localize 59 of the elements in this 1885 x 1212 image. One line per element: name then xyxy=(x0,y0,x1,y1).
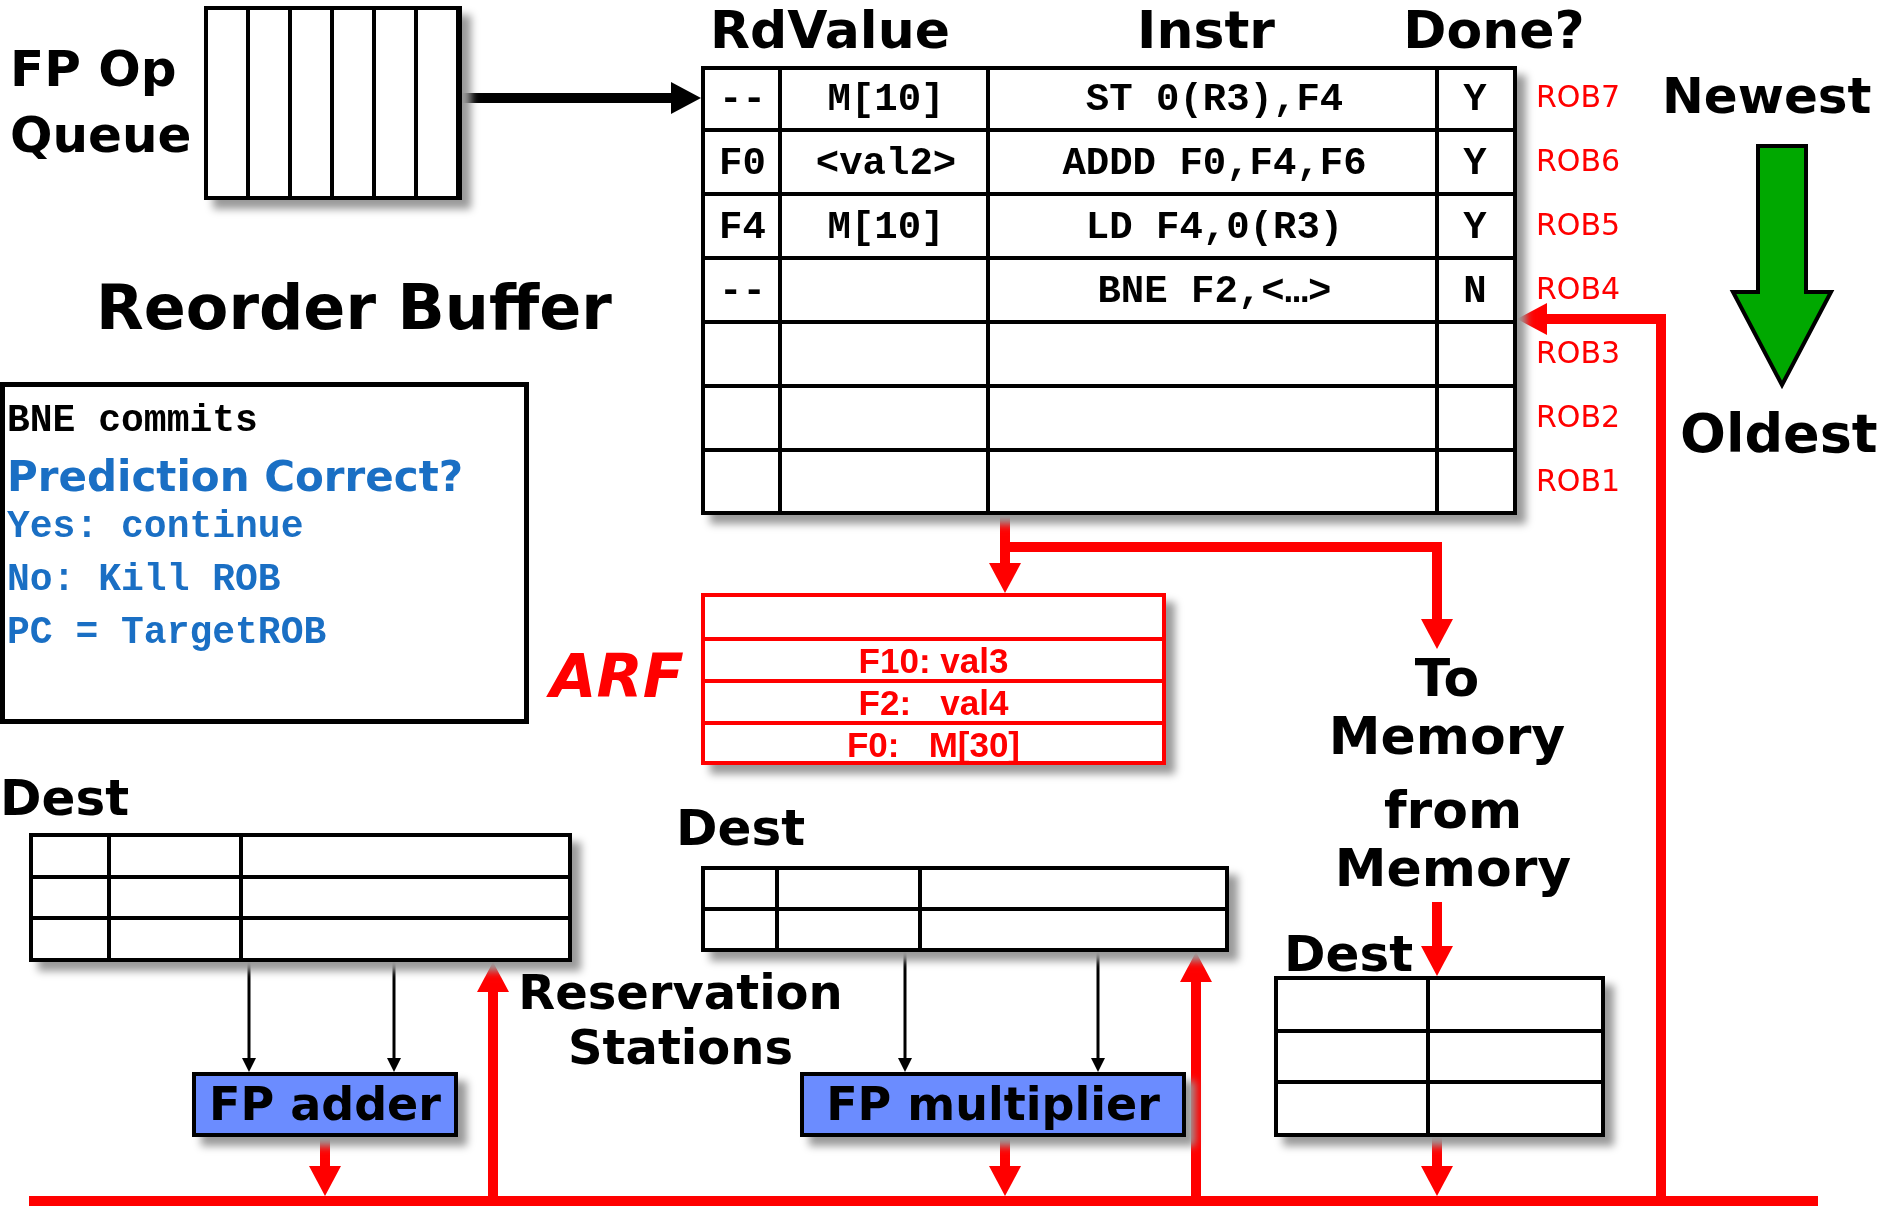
entry-number: ROB3 xyxy=(1536,336,1621,370)
table-cell-text: BNE F2,<…> xyxy=(1096,269,1333,316)
table-cell-text: -- xyxy=(718,77,767,124)
table-cell-text: F0 xyxy=(718,141,767,188)
arrow xyxy=(1517,303,1666,1196)
table-cell-text: Y xyxy=(1462,77,1488,124)
arrow xyxy=(309,1137,341,1196)
arrow xyxy=(1091,952,1105,1072)
arrow xyxy=(1421,902,1453,976)
note-box xyxy=(0,382,529,724)
register-entry: F2: val4 xyxy=(857,683,1010,723)
arrow xyxy=(242,962,256,1072)
column-header: RdValue xyxy=(710,0,950,60)
note-text: Prediction Correct? xyxy=(7,452,464,501)
arrow xyxy=(1180,952,1212,1196)
arrow xyxy=(1421,1137,1453,1196)
table-cell-text: ST 0(R3),F4 xyxy=(1084,77,1345,124)
functional-unit: FP adder xyxy=(192,1072,458,1137)
column-header: Done? xyxy=(1403,0,1585,60)
functional-unit: FP multiplier xyxy=(800,1072,1186,1137)
entry-number: ROB5 xyxy=(1536,208,1621,242)
order-label: Oldest xyxy=(1680,403,1878,465)
section-label: Reservation Stations xyxy=(517,965,844,1075)
order-label: Newest xyxy=(1662,68,1872,125)
table-cell-text: Y xyxy=(1462,205,1488,252)
entry-number: ROB7 xyxy=(1536,80,1621,114)
dest-label: Dest xyxy=(0,769,130,827)
table-cell-text: F4 xyxy=(718,205,767,252)
entry-number: ROB4 xyxy=(1536,272,1621,306)
dest-label: Dest xyxy=(1284,925,1414,983)
note-text: BNE commits xyxy=(7,399,258,442)
arrow xyxy=(462,82,701,114)
column-header: Instr xyxy=(1137,0,1275,60)
note-text: Yes: continue xyxy=(7,505,304,548)
register-entry: F10: val3 xyxy=(857,641,1010,681)
note-text: PC = TargetROB xyxy=(7,611,327,654)
table-cell-text: Y xyxy=(1462,141,1488,188)
table-cell-text: LD F4,0(R3) xyxy=(1084,205,1345,252)
section-label: Reorder Buffer xyxy=(96,272,612,343)
arrow xyxy=(989,1137,1021,1196)
reorder-buffer-table xyxy=(701,66,1517,515)
table-cell-text: ADDD F0,F4,F6 xyxy=(1061,141,1368,188)
entry-number: ROB1 xyxy=(1536,464,1621,498)
entry-number: ROB6 xyxy=(1536,144,1621,178)
memory-label: To Memory xyxy=(1318,649,1576,770)
dest-label: Dest xyxy=(676,799,806,857)
note-text: No: Kill ROB xyxy=(7,558,281,601)
arrow xyxy=(387,962,401,1072)
entry-number: ROB2 xyxy=(1536,400,1621,434)
register-entry: F0: M[30] xyxy=(845,725,1022,765)
table-cell-text: -- xyxy=(718,269,767,316)
arrow xyxy=(477,962,509,1196)
table-cell-text: N xyxy=(1462,269,1488,316)
memory-label: from Memory xyxy=(1324,781,1582,902)
arrow xyxy=(898,952,912,1072)
queue-label: FP Op Queue xyxy=(10,39,193,166)
table-cell-text: M[10] xyxy=(826,205,946,252)
table-cell-text: M[10] xyxy=(826,77,946,124)
table-cell-text: <val2> xyxy=(814,141,958,188)
